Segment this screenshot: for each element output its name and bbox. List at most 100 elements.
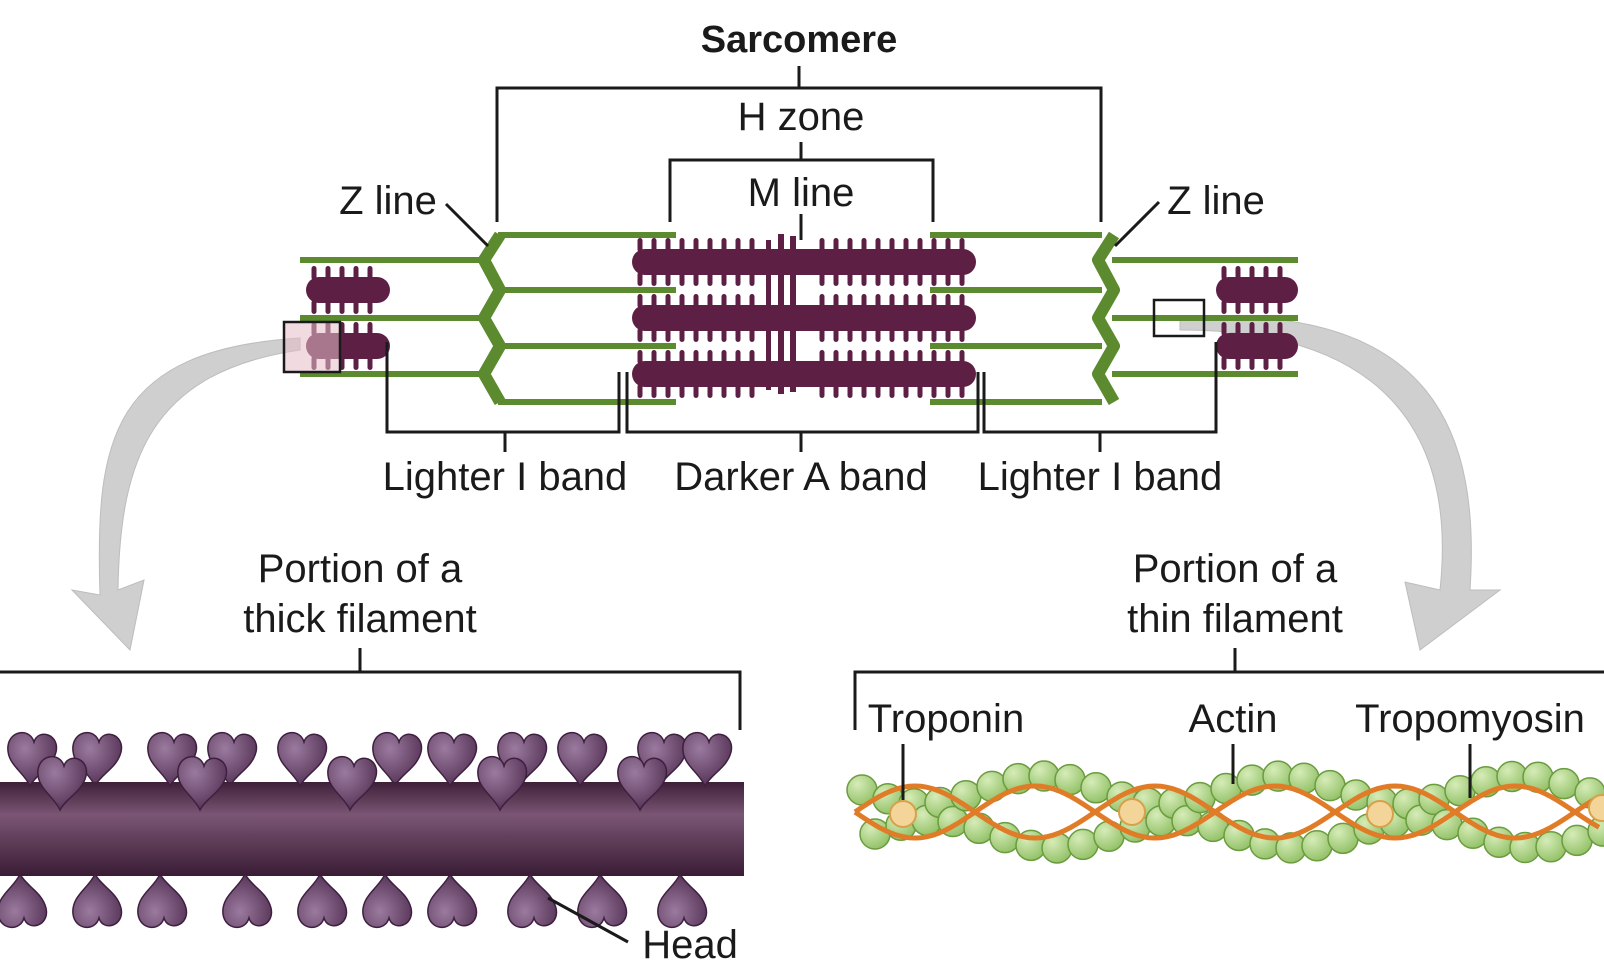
myosin-head-stub xyxy=(1221,266,1227,280)
troponin-label: Troponin xyxy=(868,697,1024,741)
actin-label: Actin xyxy=(1189,697,1278,741)
m-line-label: M line xyxy=(748,171,855,215)
myosin-head-stub xyxy=(749,294,755,308)
myosin-head-stub xyxy=(847,384,853,398)
thick-filament xyxy=(632,249,976,275)
myosin-head-stub xyxy=(903,272,909,286)
myosin-head-stub xyxy=(637,384,643,398)
sarcomere-filaments xyxy=(282,231,1298,405)
myosin-head-stub xyxy=(367,322,373,336)
myosin-head-stub xyxy=(1221,300,1227,314)
myosin-head-stub xyxy=(665,384,671,398)
myosin-head-stub xyxy=(903,384,909,398)
myosin-head-stub xyxy=(889,350,895,364)
myosin-head-stub xyxy=(679,294,685,308)
myosin-head-stub xyxy=(735,350,741,364)
myosin-head xyxy=(222,872,273,928)
myosin-head-stub xyxy=(875,238,881,252)
myosin-head-shape xyxy=(37,756,88,812)
z-line-right-pointer xyxy=(1113,200,1161,248)
myosin-head-stub xyxy=(903,238,909,252)
myosin-head-stub xyxy=(679,272,685,286)
myosin-head-stub xyxy=(819,350,825,364)
brackets xyxy=(0,66,1604,730)
myosin-head-shape xyxy=(557,732,608,788)
thick-filament-detail xyxy=(0,732,744,944)
myosin-head-stub xyxy=(339,300,345,314)
myosin-head-stub xyxy=(353,266,359,280)
myosin-head-stub xyxy=(917,294,923,308)
myosin-head-stub xyxy=(749,238,755,252)
myosin-head xyxy=(507,872,558,928)
myosin-rod xyxy=(0,782,744,876)
myosin-head-stub xyxy=(693,294,699,308)
thick-filament-bracket xyxy=(0,648,742,730)
myosin-head-stub xyxy=(931,328,937,342)
myosin-head-stub xyxy=(847,350,853,364)
myosin-head-shape xyxy=(362,872,413,928)
myosin-head-shape xyxy=(657,872,708,928)
myosin-head xyxy=(427,872,478,928)
myosin-head-stub xyxy=(931,350,937,364)
head-pointer xyxy=(547,896,629,944)
myosin-head-stub xyxy=(847,328,853,342)
myosin-head xyxy=(477,756,528,812)
myosin-head-stub xyxy=(367,356,373,370)
callout-arrows xyxy=(70,316,1502,652)
myosin-head-stub xyxy=(1263,266,1269,280)
myosin-head-stub xyxy=(637,350,643,364)
myosin-head xyxy=(327,756,378,812)
myosin-heads-back xyxy=(0,732,688,928)
myosin-head-stub xyxy=(707,272,713,286)
myosin-head-stub xyxy=(707,384,713,398)
myosin-head-stub xyxy=(1277,266,1283,280)
right-callout-arrow xyxy=(1179,316,1502,651)
myosin-head-shape xyxy=(0,872,48,928)
myosin-head-stub xyxy=(903,350,909,364)
actin-bead xyxy=(1535,831,1567,863)
troponin-bead xyxy=(1366,800,1394,828)
myosin-head-stub xyxy=(353,356,359,370)
troponin-beads xyxy=(889,794,1604,828)
tropomyosin-strand xyxy=(853,783,1601,841)
myosin-head-stub xyxy=(735,328,741,342)
myosin-head-stub xyxy=(735,384,741,398)
myosin-head-stub xyxy=(847,272,853,286)
myosin-head-stub xyxy=(931,294,937,308)
tropomyosin-strand xyxy=(853,783,1601,841)
myosin-head-stub xyxy=(945,272,951,286)
myosin-head-stub xyxy=(847,238,853,252)
myosin-head-stub xyxy=(1249,300,1255,314)
thick-filament xyxy=(1216,277,1298,303)
myosin-heads-front xyxy=(7,732,733,928)
z-line-right-label: Z line xyxy=(1167,179,1265,223)
myosin-head-stub xyxy=(707,328,713,342)
myosin-head-stub xyxy=(665,350,671,364)
m-line xyxy=(766,234,796,394)
myosin-head-stub xyxy=(1249,356,1255,370)
thin-filament-bracket xyxy=(853,648,1604,730)
myosin-head-stub xyxy=(693,350,699,364)
myosin-head-stub xyxy=(651,294,657,308)
myosin-head-stub xyxy=(749,350,755,364)
thick-filament xyxy=(632,305,976,331)
myosin-head-stub xyxy=(833,272,839,286)
myosin-head-stub xyxy=(875,328,881,342)
sarcomere-bracket xyxy=(495,66,1103,222)
z-line-left-label: Z line xyxy=(339,179,437,223)
myosin-head-stub xyxy=(749,272,755,286)
myosin-head-stub xyxy=(735,294,741,308)
myosin-head-shape xyxy=(372,732,423,788)
myosin-head-stub xyxy=(721,384,727,398)
myosin-head-stub xyxy=(651,272,657,286)
myosin-head-stub xyxy=(917,350,923,364)
myosin-head-stub xyxy=(339,266,345,280)
sarcomere-title: Sarcomere xyxy=(701,19,897,61)
myosin-head-stub xyxy=(959,384,965,398)
myosin-head-stub xyxy=(367,266,373,280)
myosin-head xyxy=(372,732,423,788)
myosin-head-stub xyxy=(325,266,331,280)
myosin-head-stub xyxy=(959,294,965,308)
myosin-head-stub xyxy=(651,350,657,364)
